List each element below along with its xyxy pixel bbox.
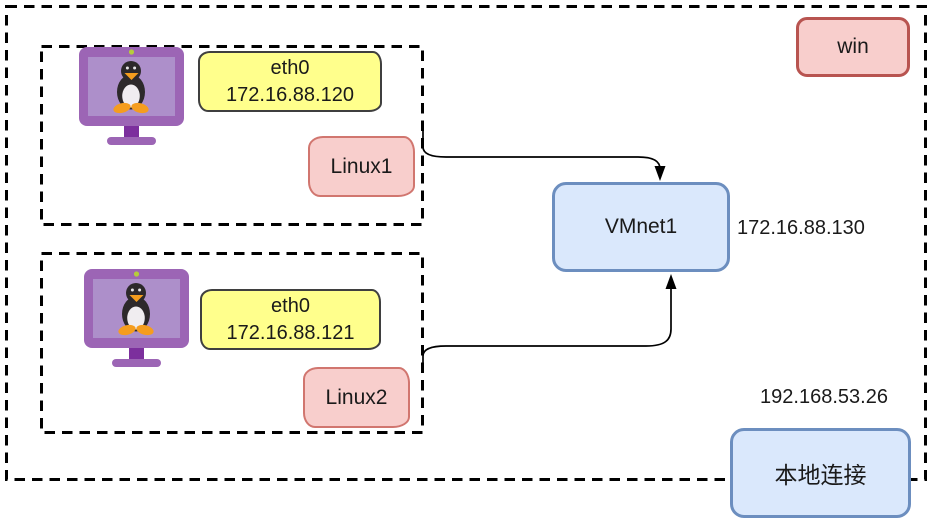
vm-name: Linux1	[330, 154, 393, 178]
host-boundary	[5, 5, 927, 481]
interface-label: eth0	[270, 56, 310, 79]
arrow-vm1-to-vmnet1	[422, 125, 661, 170]
vmnet1-ip-text: 172.16.88.130	[737, 217, 865, 239]
local-connection-label: 本地连接	[774, 462, 867, 488]
local-connection-node: 本地连接	[730, 428, 911, 518]
arrowhead-vm2	[665, 274, 677, 289]
linux2-label: Linux2	[303, 367, 410, 428]
linux2-eth0-note: eth0 172.16.88.121	[200, 289, 381, 350]
local-connection-ip-text: 192.168.53.26	[760, 386, 888, 408]
win-host-label: win	[796, 17, 910, 77]
arrowhead-vm1	[654, 166, 666, 181]
linux2-monitor-icon	[83, 267, 193, 367]
vm-name: Linux2	[325, 385, 388, 409]
linux1-label: Linux1	[308, 136, 415, 197]
arrow-vm2-to-vmnet1	[422, 289, 672, 368]
vmnet1-label: VMnet1	[604, 215, 678, 238]
ip-label: 172.16.88.120	[226, 83, 354, 106]
ip-label: 172.16.88.121	[226, 321, 355, 344]
host-name: win	[837, 35, 869, 58]
linux1-monitor-icon	[78, 45, 188, 145]
interface-label: eth0	[271, 294, 310, 317]
vmnet1-node: VMnet1	[552, 182, 730, 272]
linux1-eth0-note: eth0 172.16.88.120	[198, 51, 382, 112]
